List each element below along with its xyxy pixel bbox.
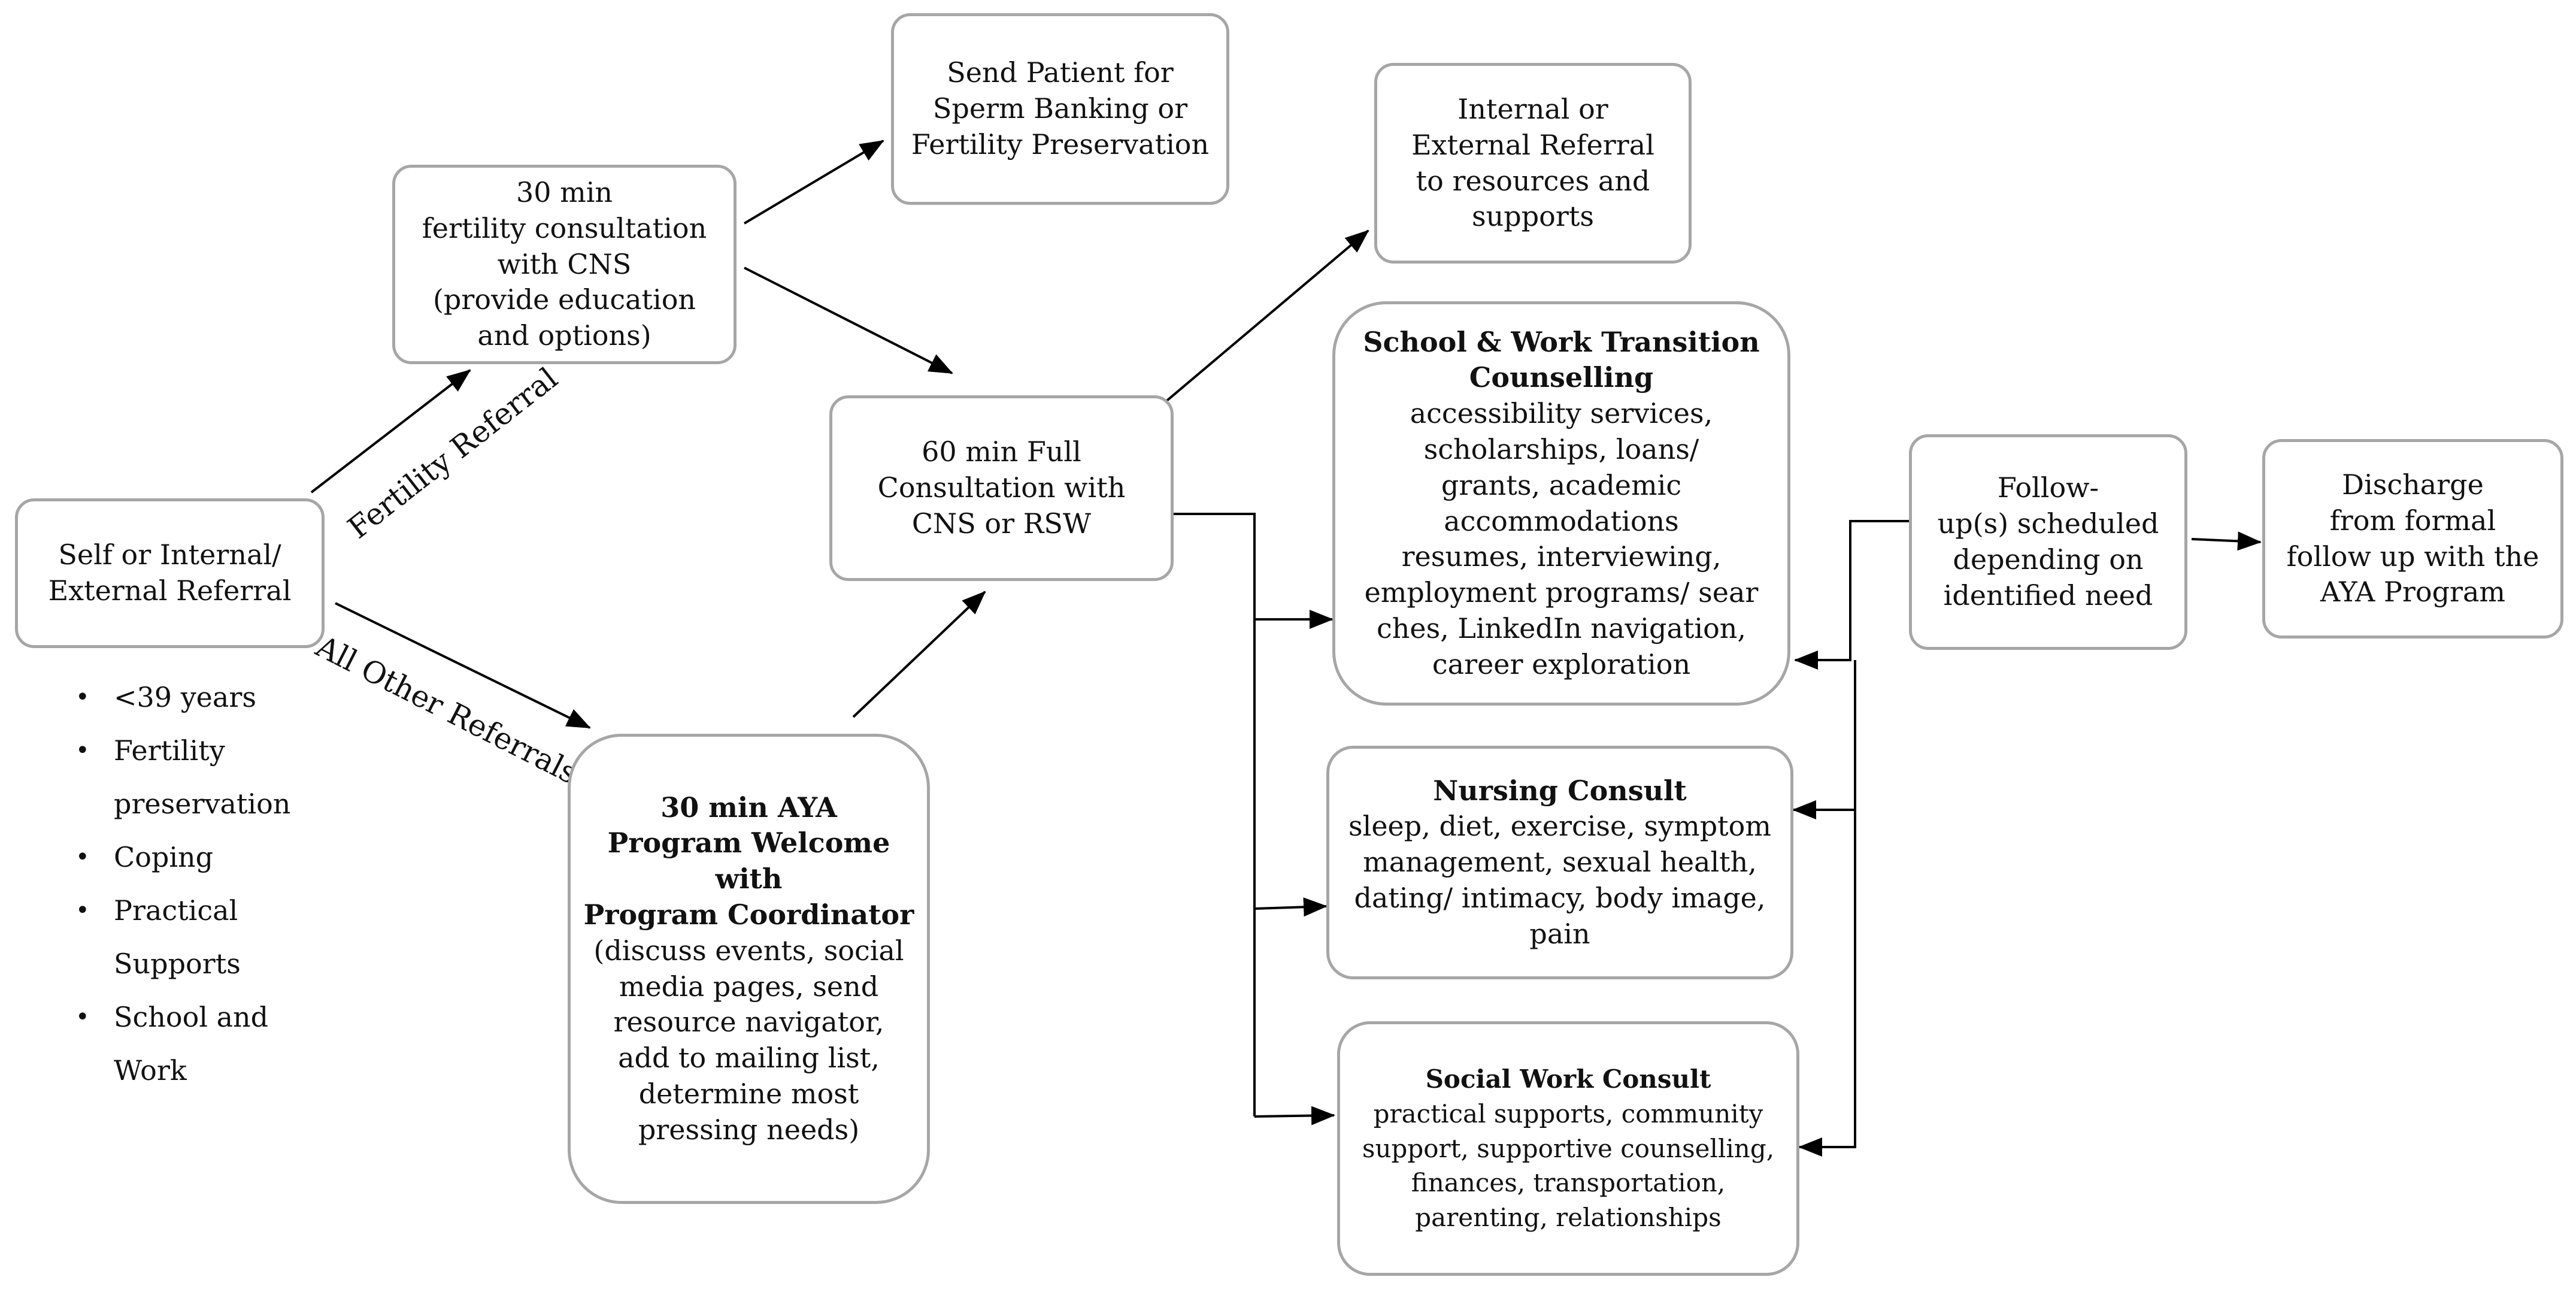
arrow-trunk-to-social [1254, 1106, 1335, 1125]
aya-body-line: determine most [638, 1077, 859, 1110]
aya-body-line: pressing needs) [638, 1113, 860, 1146]
connector-full-trunk [1174, 513, 1256, 1116]
full-consultation-box: 60 min Full Consultation with CNS or RSW [829, 395, 1174, 581]
school-work-body-line: grants, academic [1441, 468, 1682, 501]
discharge-line: follow up with the [2286, 540, 2539, 573]
school-work-body-line: ches, LinkedIn navigation, [1376, 612, 1747, 645]
sperm-line: Fertility Preservation [911, 128, 1210, 161]
social-work-body-line: support, supportive counselling, [1362, 1133, 1775, 1163]
sperm-banking-box: Send Patient for Sperm Banking or Fertil… [891, 13, 1229, 205]
arrow-aya-to-full [852, 591, 986, 718]
connector-followup-to-school [1794, 520, 1909, 670]
social-work-title: Social Work Consult [1425, 1064, 1711, 1094]
social-work-consult-box: Social Work Consult practical supports, … [1337, 1021, 1799, 1276]
followup-box: Follow- up(s) scheduled depending on ide… [1909, 434, 2187, 650]
arrow-entry-to-fertility [310, 369, 471, 494]
school-work-box: School & Work Transition Counselling acc… [1332, 301, 1790, 706]
arrow-full-to-resources [1163, 229, 1369, 404]
arrow-entry-to-aya [335, 602, 591, 729]
followup-line: depending on [1953, 543, 2144, 576]
followup-line: up(s) scheduled [1937, 507, 2159, 540]
discharge-line: from formal [2329, 504, 2496, 537]
social-work-body-line: parenting, relationships [1415, 1203, 1722, 1233]
nursing-body-line: sleep, diet, exercise, symptom [1348, 810, 1771, 843]
school-work-body-line: career exploration [1432, 647, 1691, 680]
full-consult-line: CNS or RSW [911, 507, 1092, 540]
school-work-body-line: resumes, interviewing, [1401, 540, 1722, 573]
school-work-body-line: scholarships, loans/ [1423, 432, 1699, 465]
nursing-title: Nursing Consult [1433, 774, 1687, 807]
aya-body-line: media pages, send [619, 970, 879, 1003]
social-work-body-line: finances, transportation, [1411, 1168, 1726, 1198]
resources-line: to resources and [1416, 164, 1650, 197]
nursing-body-line: dating/ intimacy, body image, [1354, 881, 1766, 914]
criteria-item: <39 years [72, 671, 323, 724]
sperm-line: Sperm Banking or [932, 92, 1188, 125]
followup-line: identified need [1943, 579, 2153, 612]
fertility-line: 30 min [516, 176, 613, 208]
discharge-box: Discharge from formal follow up with the… [2262, 439, 2563, 639]
discharge-line: Discharge [2342, 468, 2484, 501]
referral-resources-box: Internal or External Referral to resourc… [1374, 63, 1692, 264]
school-work-body-line: accommodations [1444, 504, 1679, 537]
connector-followup-trunk [1798, 660, 1856, 1157]
nursing-body-line: management, sexual health, [1363, 846, 1757, 879]
fertility-line: with CNS [497, 247, 632, 280]
fertility-line: and options) [477, 319, 651, 352]
resources-line: External Referral [1411, 128, 1654, 161]
followup-line: Follow- [1997, 471, 2099, 504]
resources-line: Internal or [1457, 92, 1608, 125]
aya-body-line: resource navigator, [613, 1006, 884, 1039]
aya-title-line: Program Welcome [607, 827, 890, 860]
nursing-consult-box: Nursing Consult sleep, diet, exercise, s… [1326, 746, 1793, 979]
school-work-title-line: Counselling [1469, 361, 1654, 394]
entry-line-1: Self or Internal/ [58, 538, 281, 571]
entry-referral-box: Self or Internal/ External Referral [15, 498, 325, 648]
aya-welcome-box: 30 min AYA Program Welcome with Program … [568, 734, 930, 1204]
discharge-line: AYA Program [2320, 576, 2506, 609]
aya-title-line: Program Coordinator [583, 898, 914, 931]
sperm-line: Send Patient for [947, 56, 1174, 89]
arrow-followup-to-discharge [2191, 531, 2262, 551]
nursing-body-line: pain [1529, 917, 1590, 950]
fertility-line: fertility consultation [422, 211, 707, 244]
fertility-consultation-box: 30 min fertility consultation with CNS (… [392, 165, 737, 364]
aya-title-line: 30 min AYA [660, 791, 837, 824]
full-consult-line: Consultation with [877, 471, 1126, 504]
arrow-fertility-to-full [744, 267, 953, 374]
aya-body-line: add to mailing list, [618, 1042, 880, 1075]
resources-line: supports [1472, 200, 1594, 233]
full-consult-line: 60 min Full [922, 435, 1081, 468]
entry-line-2: External Referral [48, 574, 292, 607]
arrow-fertility-to-sperm [743, 140, 884, 225]
school-work-body-line: employment programs/ sear [1364, 576, 1759, 609]
aya-body-line: (discuss events, social [593, 934, 904, 967]
aya-title-line: with [715, 863, 783, 895]
criteria-item: Coping [72, 831, 323, 884]
fertility-line: (provide education [432, 283, 696, 316]
school-work-title-line: School & Work Transition [1363, 325, 1760, 358]
social-work-body-line: practical supports, community [1373, 1099, 1763, 1128]
arrow-trunk-to-nursing [1254, 897, 1328, 917]
school-work-body-line: accessibility services, [1410, 397, 1713, 430]
